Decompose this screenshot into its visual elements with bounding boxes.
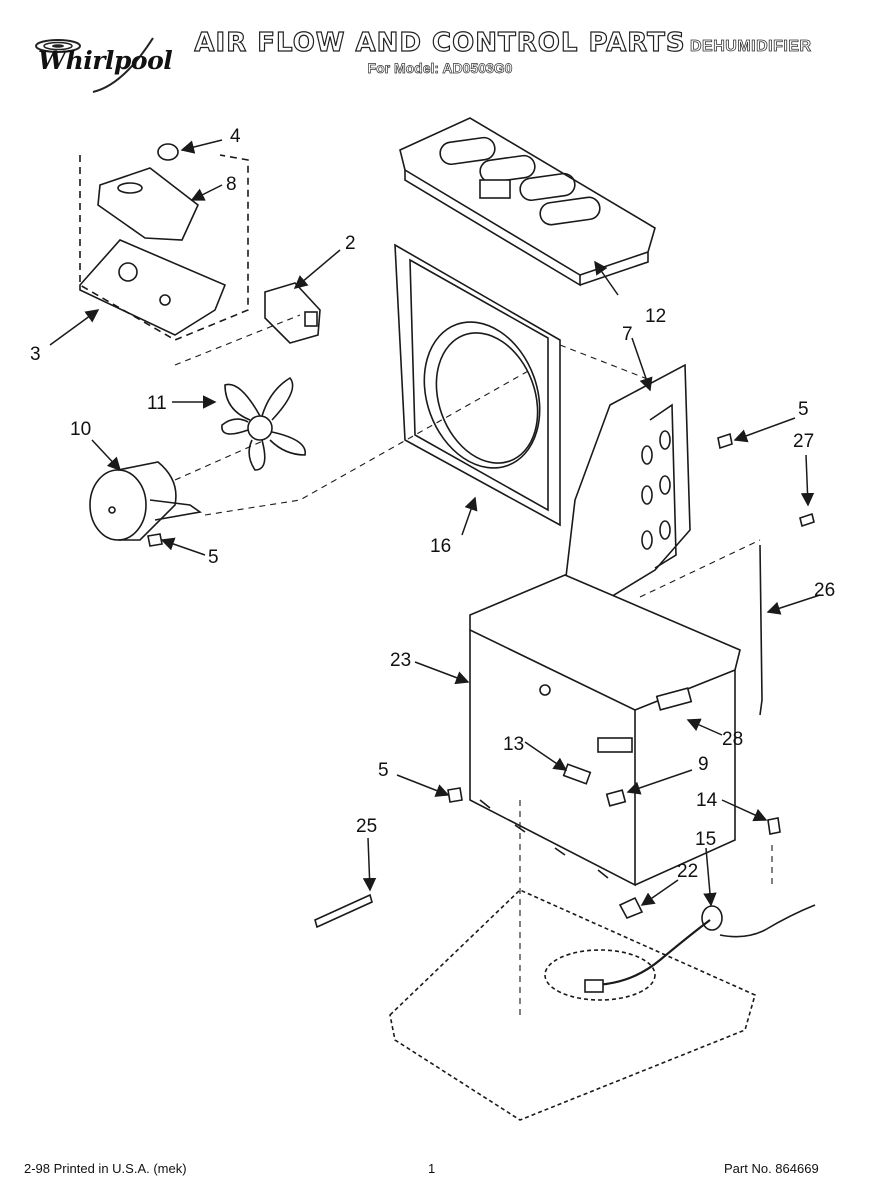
callout-22: 22 (677, 861, 698, 882)
callout-2: 2 (345, 233, 356, 254)
callout-16: 16 (430, 536, 451, 557)
callout-14: 14 (696, 790, 718, 811)
callout-11: 11 (147, 393, 167, 414)
base-pan-part (389, 889, 756, 1121)
fan-blade-part (221, 376, 306, 471)
switch-part (562, 763, 592, 785)
callout-3: 3 (30, 344, 41, 365)
callout-5-motor: 5 (208, 547, 219, 568)
callout-13: 13 (503, 734, 524, 755)
clip-part (605, 789, 627, 807)
control-group-outline (79, 154, 249, 341)
whirlpool-logo (28, 30, 178, 106)
screw-part (147, 533, 163, 547)
logo-swirl-icon (35, 37, 154, 93)
rod-part (759, 544, 763, 716)
alignment-lines (174, 314, 773, 1015)
callout-5-plate: 5 (798, 399, 809, 420)
callout-15: 15 (695, 829, 716, 850)
cabinet-part (469, 574, 741, 887)
knob-cover-part (97, 167, 199, 241)
callout-arrows (49, 139, 821, 907)
cord-clip-part (618, 896, 644, 920)
bushing-part (799, 512, 815, 528)
evaporator-plate-part (559, 363, 691, 630)
power-cord-part (584, 904, 816, 993)
screw-part (447, 787, 463, 803)
callout-28: 28 (722, 729, 743, 750)
page-title: AIR FLOW AND CONTROL PARTS (194, 27, 686, 58)
top-grille-part (399, 117, 656, 287)
screw-part (717, 432, 733, 450)
print-info: 2-98 Printed in U.S.A. (mek) (24, 1161, 187, 1176)
fan-shroud-part (394, 243, 561, 527)
label-plate-part (655, 687, 693, 711)
callout-7: 7 (622, 324, 633, 345)
callout-12: 12 (645, 306, 666, 327)
callout-26: 26 (814, 580, 835, 601)
callout-27: 27 (793, 431, 814, 452)
callout-23: 23 (390, 650, 411, 671)
motor-part (89, 461, 203, 541)
knob-part (157, 143, 179, 161)
callout-10: 10 (70, 419, 91, 440)
control-panel-part (79, 239, 227, 336)
callout-25: 25 (356, 816, 377, 837)
callout-4: 4 (230, 126, 241, 147)
callout-9: 9 (698, 754, 709, 775)
relay-part (264, 282, 321, 344)
brand-name: Whirlpool (38, 46, 173, 75)
ground-screw-part (767, 817, 781, 835)
model-subtitle: For Model: AD0503G0 (367, 60, 513, 77)
callout-5-cabinet: 5 (378, 760, 389, 781)
page-number: 1 (428, 1161, 436, 1176)
tube-part (314, 893, 373, 929)
part-number: Part No. 864669 (724, 1161, 819, 1176)
callout-8: 8 (226, 174, 237, 195)
product-category: DEHUMIDIFIER (690, 38, 812, 56)
